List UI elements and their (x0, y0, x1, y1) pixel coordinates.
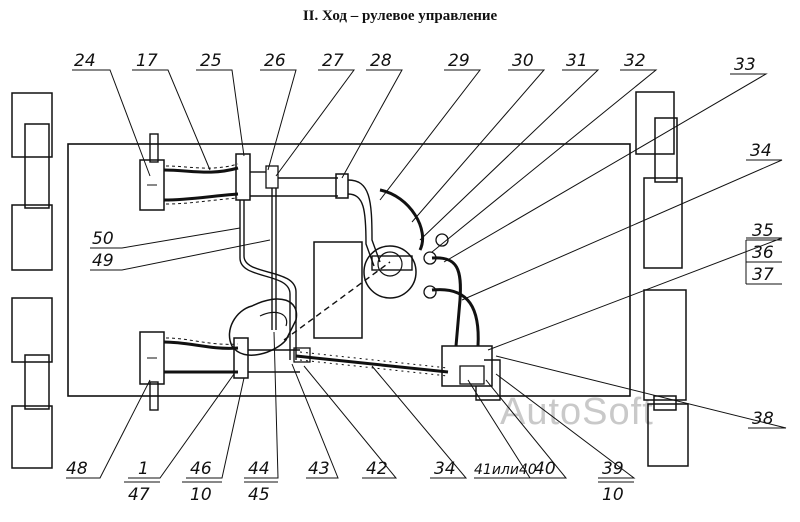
watermark: AutoSoft (500, 391, 654, 433)
callout-31: 31 (566, 51, 588, 71)
callout-42: 42 (366, 459, 388, 479)
callout-10-left: 10 (190, 485, 212, 505)
callout-34-top: 34 (750, 141, 772, 161)
fitting-block-front (235, 153, 338, 201)
steering-pump (363, 245, 417, 299)
frame-outline (67, 143, 631, 397)
pump-pipes (347, 179, 425, 267)
callout-40: 40 (534, 459, 556, 479)
wheel-front-right (635, 91, 683, 269)
diagram-title: II. Ход – рулевое управление (302, 8, 498, 24)
wheel-rear-right (643, 289, 689, 467)
oil-tank (228, 298, 298, 356)
rear-hoses (163, 337, 239, 374)
callout-38: 38 (752, 409, 774, 429)
callout-27: 27 (322, 51, 344, 71)
wheel-front-left (11, 92, 53, 271)
front-hoses (163, 163, 239, 205)
return-line (293, 347, 449, 377)
callout-39: 39 (602, 459, 624, 479)
valve-28 (335, 173, 349, 199)
wheel-rear-left (11, 297, 53, 469)
callout-43: 43 (308, 459, 330, 479)
callout-32: 32 (624, 51, 646, 71)
callout-26: 26 (264, 51, 286, 71)
leader-lines (66, 69, 787, 483)
callout-labels: 24 17 25 26 27 28 29 30 31 32 33 34 35 3… (66, 51, 774, 505)
callout-25: 25 (200, 51, 222, 71)
callout-24: 24 (74, 51, 96, 71)
steering-cylinder-rear (139, 331, 165, 411)
control-link (283, 261, 391, 341)
callout-44: 44 (248, 459, 270, 479)
callout-48: 48 (66, 459, 88, 479)
distributor-block (441, 345, 501, 401)
callout-17: 17 (136, 51, 158, 71)
callout-50: 50 (92, 229, 114, 249)
callout-49: 49 (92, 251, 114, 271)
steering-cylinder-front (139, 133, 165, 211)
callout-46: 46 (190, 459, 212, 479)
callout-35: 35 (752, 221, 774, 241)
callout-34-bottom: 34 (434, 459, 456, 479)
callout-36: 36 (752, 243, 774, 263)
callout-45: 45 (248, 485, 270, 505)
distributor-pipes (423, 233, 480, 347)
callout-47: 47 (128, 485, 150, 505)
callout-33: 33 (734, 55, 756, 75)
callout-10-right: 10 (602, 485, 624, 505)
callout-41-or-40: 41или40 (474, 462, 537, 478)
callout-1: 1 (138, 459, 149, 479)
callout-28: 28 (370, 51, 392, 71)
callout-30: 30 (512, 51, 534, 71)
connecting-pipes (239, 188, 297, 360)
steering-box (313, 241, 363, 339)
callout-37: 37 (752, 265, 774, 285)
callout-29: 29 (448, 51, 470, 71)
